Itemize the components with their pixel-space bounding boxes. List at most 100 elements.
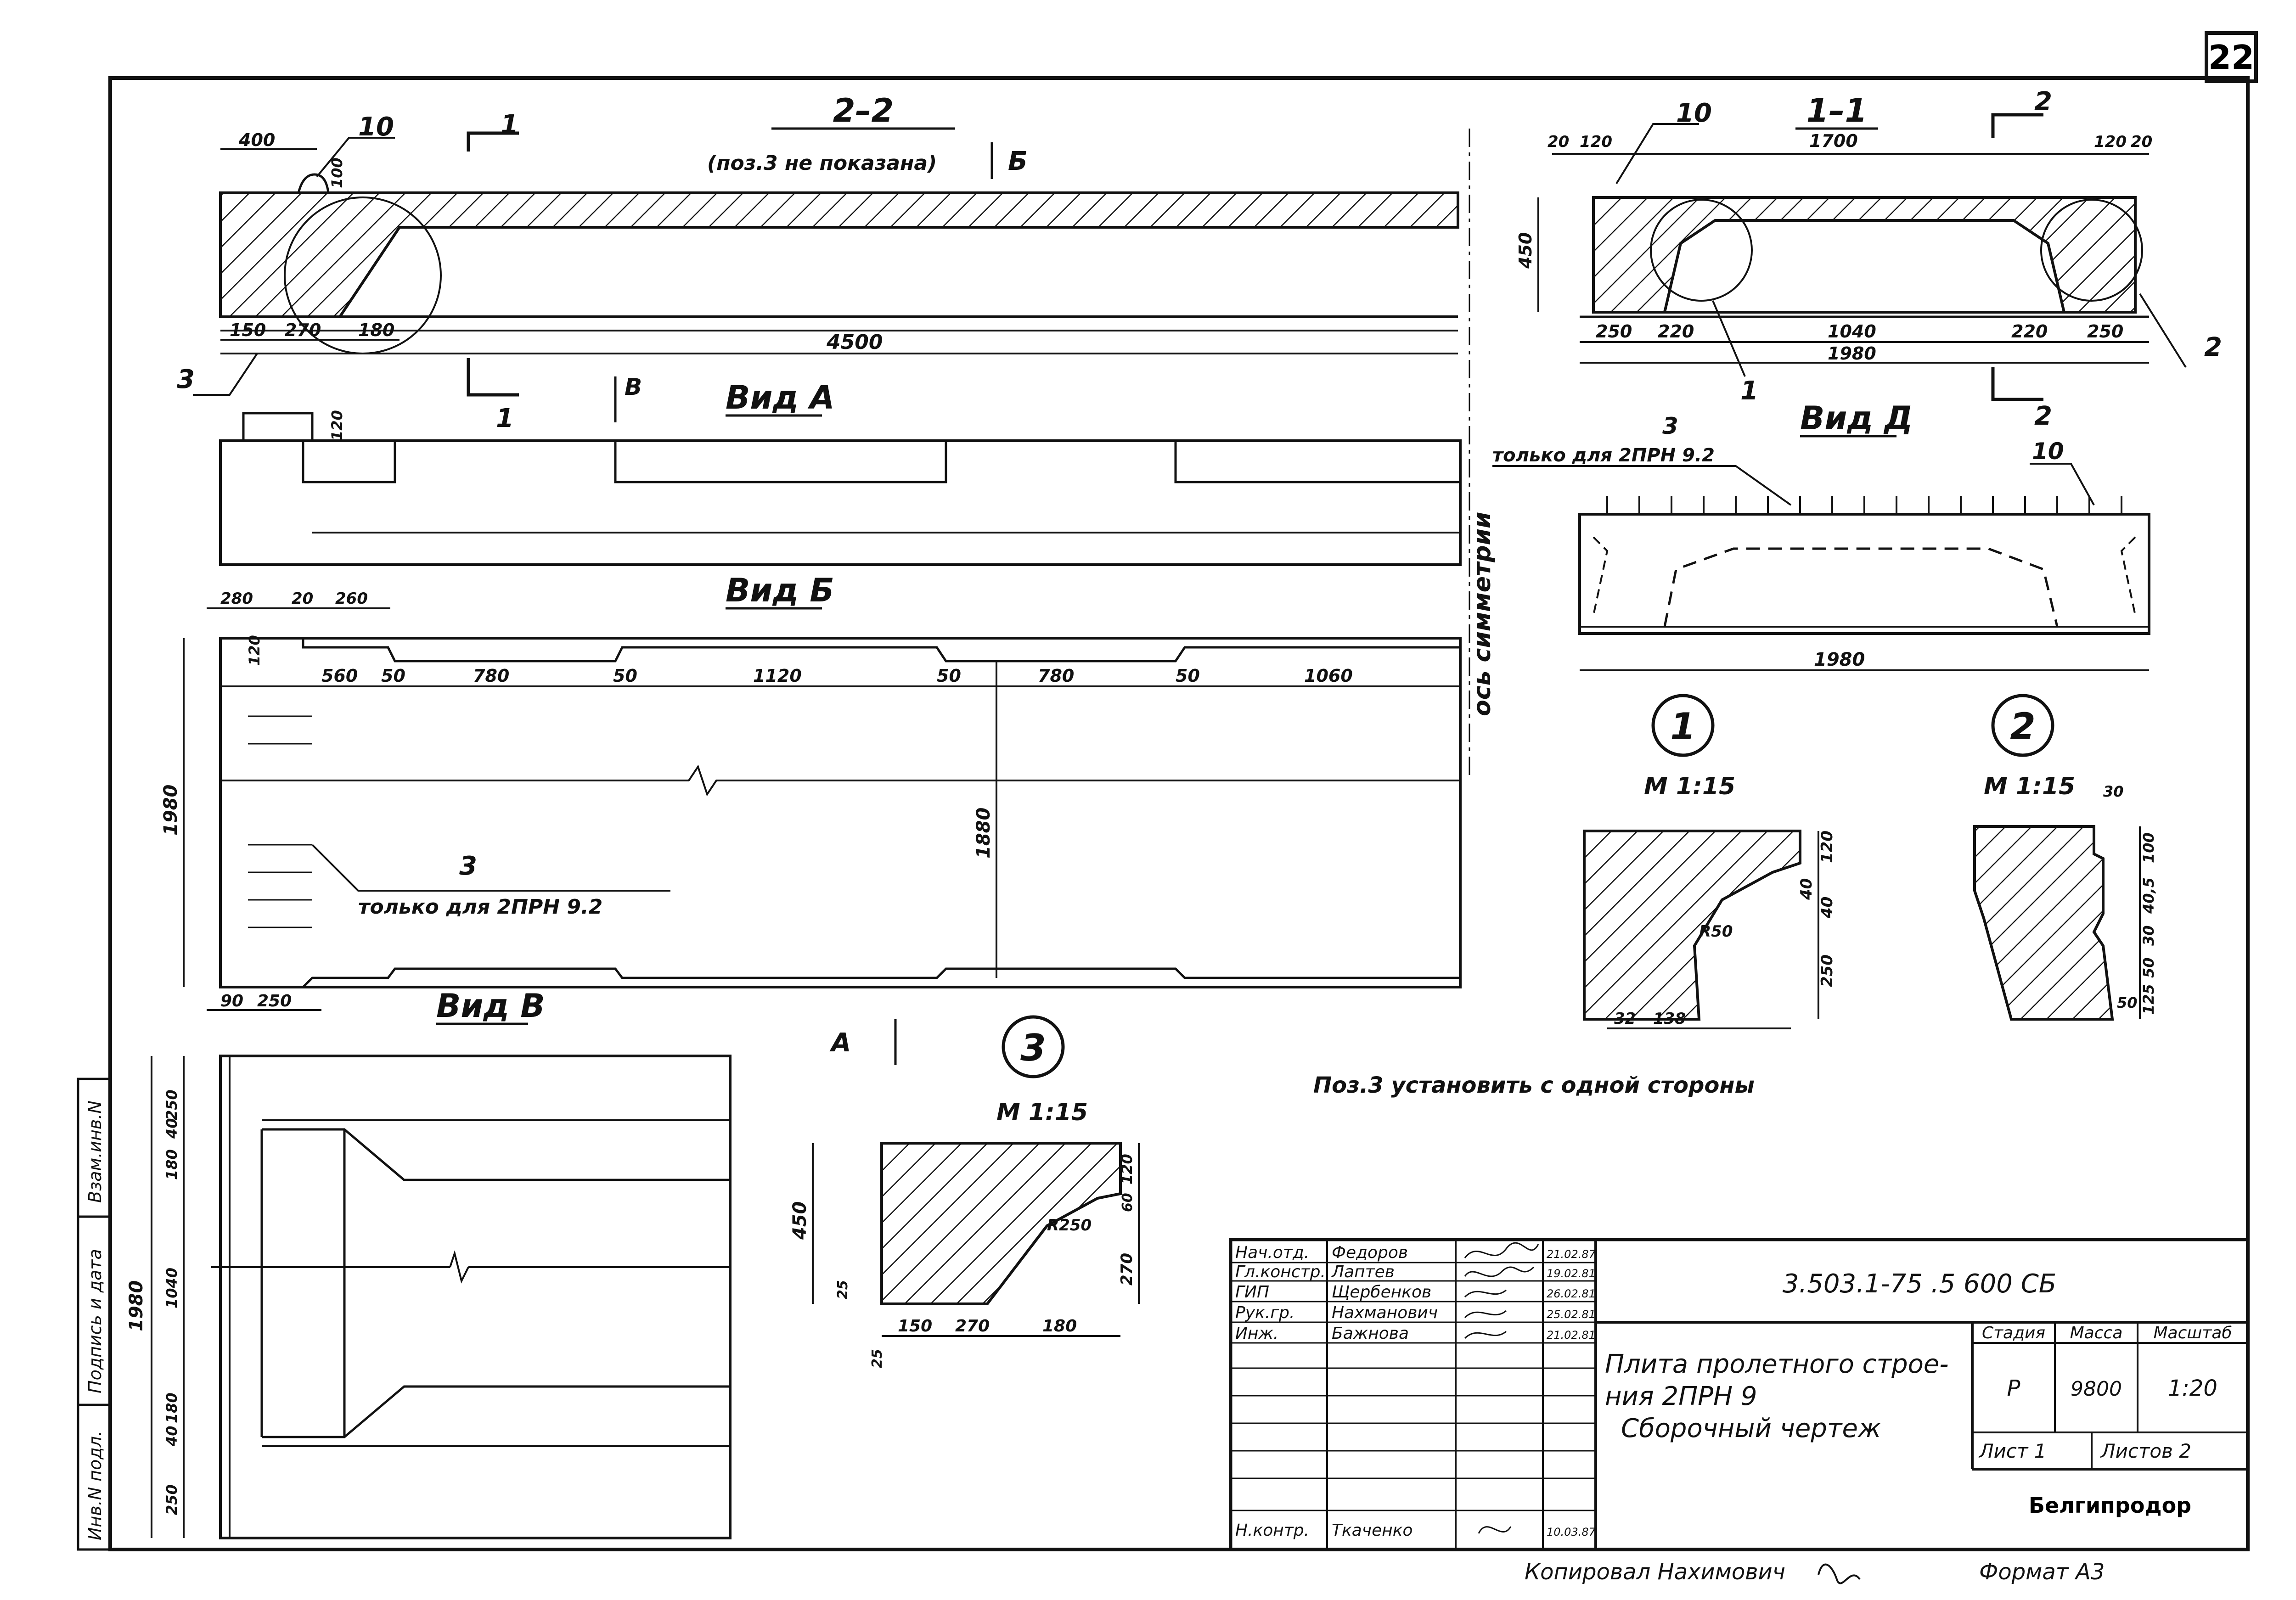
tb-date-2: 19.02.81	[1547, 1267, 1596, 1280]
view-b-leader-3: 3	[459, 851, 477, 881]
view-b-dim-1980: 1980	[160, 785, 181, 836]
tb-date-4: 25.02.81	[1547, 1308, 1596, 1321]
tb-header-mass: Масса	[2070, 1324, 2123, 1342]
tb-mass: 9800	[2071, 1377, 2122, 1401]
detail-1-dim-40-2: 40	[1818, 897, 1836, 919]
dim-100: 100	[328, 157, 346, 188]
detail-2-callout-circle	[2040, 199, 2143, 302]
tb-stage: Р	[2007, 1375, 2020, 1401]
view-v-dim-1980: 1980	[126, 1280, 147, 1331]
view-v-title: Вид В	[436, 987, 545, 1025]
tb-role-4: Рук.гр.	[1235, 1303, 1294, 1322]
detail-3: 3 М 1:15 450 25 25 120 60 R250 270 150 2…	[789, 1015, 1140, 1368]
tb-control-role: Н.контр.	[1235, 1521, 1309, 1540]
tb-name-3: Щербенков	[1332, 1283, 1431, 1302]
dim-4500: 4500	[826, 331, 883, 354]
detail-2-dim-50b: 50	[2117, 994, 2138, 1011]
view-a: Вид А В 120 ось симметрии	[219, 129, 1496, 780]
view-v-dim-180-bottom: 180	[163, 1392, 180, 1423]
view-b-dim-20: 20	[292, 589, 313, 608]
signatures	[1464, 1242, 1539, 1534]
detail-3-marker: 3	[1020, 1027, 1046, 1069]
detail-1: 1 М 1:15 120 40 40 250 R50 32 138	[1583, 694, 1836, 1029]
tb-control-date: 10.03.87	[1547, 1526, 1596, 1538]
detail-1-dim-120: 120	[1818, 831, 1836, 863]
leader-1-label: 1	[1740, 376, 1758, 406]
dim-450: 450	[1515, 232, 1536, 269]
detail-3-dim-60: 60	[1120, 1193, 1136, 1212]
tb-date-5: 21.02.81	[1547, 1329, 1596, 1342]
detail-2-dim-125: 125	[2140, 984, 2157, 1015]
view-b: Вид Б 1980 1880 280 20 260 120 560 50 78…	[160, 572, 1462, 1065]
tb-control-name: Ткаченко	[1332, 1521, 1413, 1540]
cut-1-label-top: 1	[501, 110, 518, 140]
footer-format: Формат А3	[1979, 1559, 2105, 1585]
dim-250-left: 250	[1596, 321, 1632, 342]
dim-20-right: 20	[2131, 133, 2152, 151]
detail-1-dim-138: 138	[1653, 1010, 1686, 1028]
detail-1-radius: R50	[1699, 922, 1733, 941]
leader-2-label: 2	[2204, 332, 2222, 362]
detail-2-dim-50: 50	[2140, 957, 2157, 978]
side-strip-cell-2: Подпись и дата	[85, 1249, 105, 1393]
view-b-dim-1880: 1880	[973, 808, 994, 859]
tb-role-2: Гл.констр.	[1235, 1263, 1326, 1281]
tb-organization: Белгипродор	[2029, 1493, 2191, 1518]
cut-2-label-top: 2	[2034, 87, 2052, 117]
detail-3-dim-180: 180	[1042, 1317, 1077, 1336]
tb-scale: 1:20	[2168, 1375, 2217, 1401]
arrow-a-label: А	[829, 1028, 851, 1058]
detail-3-dim-270-vertical: 270	[1118, 1253, 1136, 1286]
detail-3-dim-25-a: 25	[835, 1280, 851, 1299]
view-d-title: Вид Д	[1800, 399, 1913, 437]
detail-2-dim-30: 30	[2103, 783, 2124, 800]
detail-3-dim-150: 150	[898, 1317, 932, 1336]
view-v-dim-40-bottom: 40	[163, 1426, 180, 1447]
view-v-dim-1040: 1040	[163, 1268, 180, 1308]
view-b-dim-780-2: 780	[1038, 666, 1074, 686]
section-1-1: 1–1 10 2 2 1 2 20 120 1700 120 20 450 25…	[1515, 87, 2222, 431]
tb-title-line-1: Плита пролетного строе-	[1605, 1349, 1949, 1379]
dim-220-right: 220	[2011, 321, 2048, 342]
tb-header-scale: Масштаб	[2153, 1324, 2232, 1342]
dim-400: 400	[238, 130, 275, 150]
lifting-loop-10	[297, 173, 330, 193]
dim-20-left: 20	[1548, 133, 1569, 151]
detail-1-callout-circle	[1650, 199, 1753, 302]
cut-1-label-bottom: 1	[496, 404, 514, 433]
view-b-note: только для 2ПРН 9.2	[358, 895, 602, 919]
detail-2-scale: М 1:15	[1984, 773, 2075, 800]
tb-header-stage: Стадия	[1982, 1324, 2045, 1342]
detail-2-dim-40: 40,5	[2140, 877, 2157, 914]
dim-1040: 1040	[1828, 321, 1876, 342]
detail-3-dim-270: 270	[955, 1317, 990, 1336]
detail-1-marker: 1	[1670, 705, 1696, 748]
note-pos3: Поз.3 установить с одной стороны	[1313, 1072, 1755, 1098]
view-a-dim-120: 120	[328, 410, 346, 441]
section-1-1-hatch	[1592, 196, 2137, 314]
detail-2-marker: 2	[2010, 705, 2036, 748]
dim-1980-section: 1980	[1828, 343, 1876, 364]
title-block: Нач.отд. Федоров 21.02.87 Гл.констр. Лап…	[1229, 1238, 2250, 1551]
view-b-dim-280: 280	[220, 589, 253, 608]
section-2-2: 2–2 (поз.3 не показана) Б 1 1 10 3 400 1…	[177, 92, 1459, 433]
dim-220-left: 220	[1658, 321, 1694, 342]
dim-1700: 1700	[1809, 131, 1858, 151]
view-v: Вид В 1980 250 40 180 1040 180 40 250	[126, 987, 732, 1539]
view-d: Вид Д 3 только для 2ПРН 9.2 10	[1492, 399, 2150, 671]
tb-code: 3.503.1-75 .5 600 СБ	[1783, 1269, 2056, 1299]
view-d-dim-1980: 1980	[1814, 649, 1865, 670]
detail-3-dim-25-b: 25	[869, 1349, 885, 1368]
tb-name-2: Лаптев	[1331, 1263, 1395, 1281]
detail-3-radius: R250	[1047, 1216, 1092, 1235]
view-d-leader-3: 3	[1662, 413, 1678, 439]
detail-3-dim-120: 120	[1118, 1154, 1136, 1185]
view-b-dim-260: 260	[335, 589, 368, 608]
arrow-v-label: В	[625, 374, 642, 400]
tb-name-5: Бажнова	[1332, 1324, 1409, 1343]
tb-role-3: ГИП	[1235, 1283, 1269, 1302]
side-strip-cell-3: Инв.N подл.	[85, 1431, 105, 1540]
leader-3-label: 3	[177, 365, 195, 394]
section-1-1-title: 1–1	[1806, 92, 1867, 129]
